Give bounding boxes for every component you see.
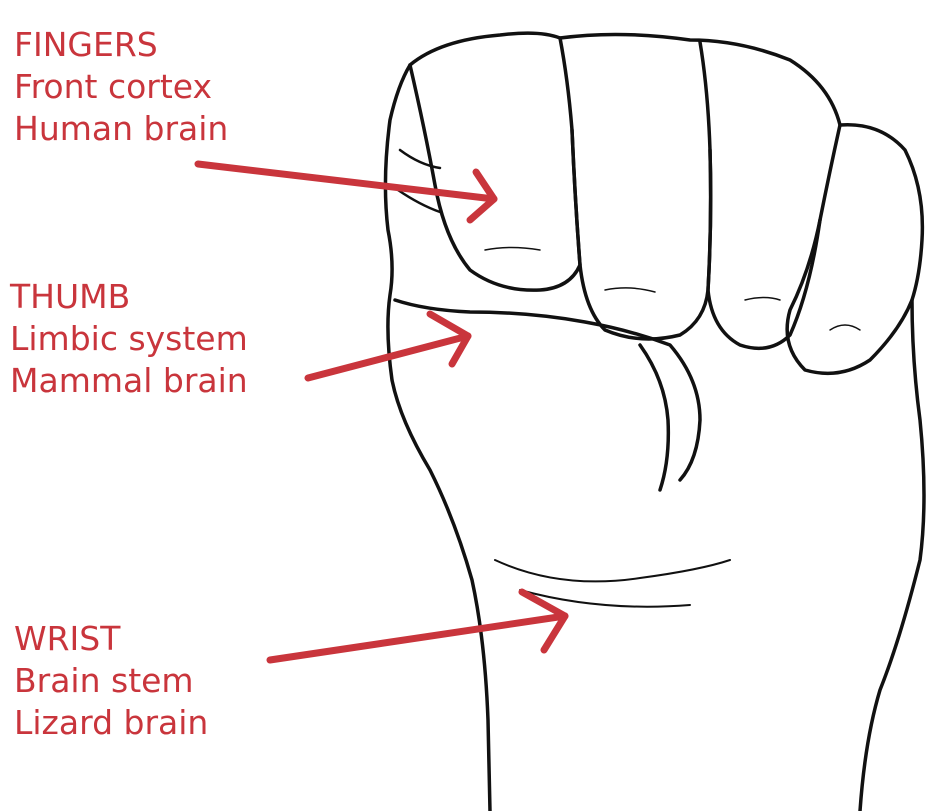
wrist-line-2: Lizard brain	[14, 702, 208, 744]
thumb-line-2: Mammal brain	[10, 360, 248, 402]
wrist-line-1: Brain stem	[14, 660, 208, 702]
fingers-label: FINGERS Front cortex Human brain	[14, 24, 228, 150]
fingers-line-2: Human brain	[14, 108, 228, 150]
hand-outline	[385, 33, 924, 811]
thumb	[395, 300, 700, 480]
thumb-label: THUMB Limbic system Mammal brain	[10, 276, 248, 402]
little-finger	[787, 220, 912, 373]
middle-finger	[572, 42, 711, 339]
wrist-label: WRIST Brain stem Lizard brain	[14, 618, 208, 744]
thumb-line-1: Limbic system	[10, 318, 248, 360]
ring-finger	[708, 125, 840, 348]
fingers-title: FINGERS	[14, 24, 228, 66]
fingers-arrow-icon	[198, 164, 494, 220]
wrist-title: WRIST	[14, 618, 208, 660]
thumb-title: THUMB	[10, 276, 248, 318]
fingers-line-1: Front cortex	[14, 66, 228, 108]
index-finger	[410, 38, 580, 290]
wrist-arrow-icon	[270, 592, 565, 660]
